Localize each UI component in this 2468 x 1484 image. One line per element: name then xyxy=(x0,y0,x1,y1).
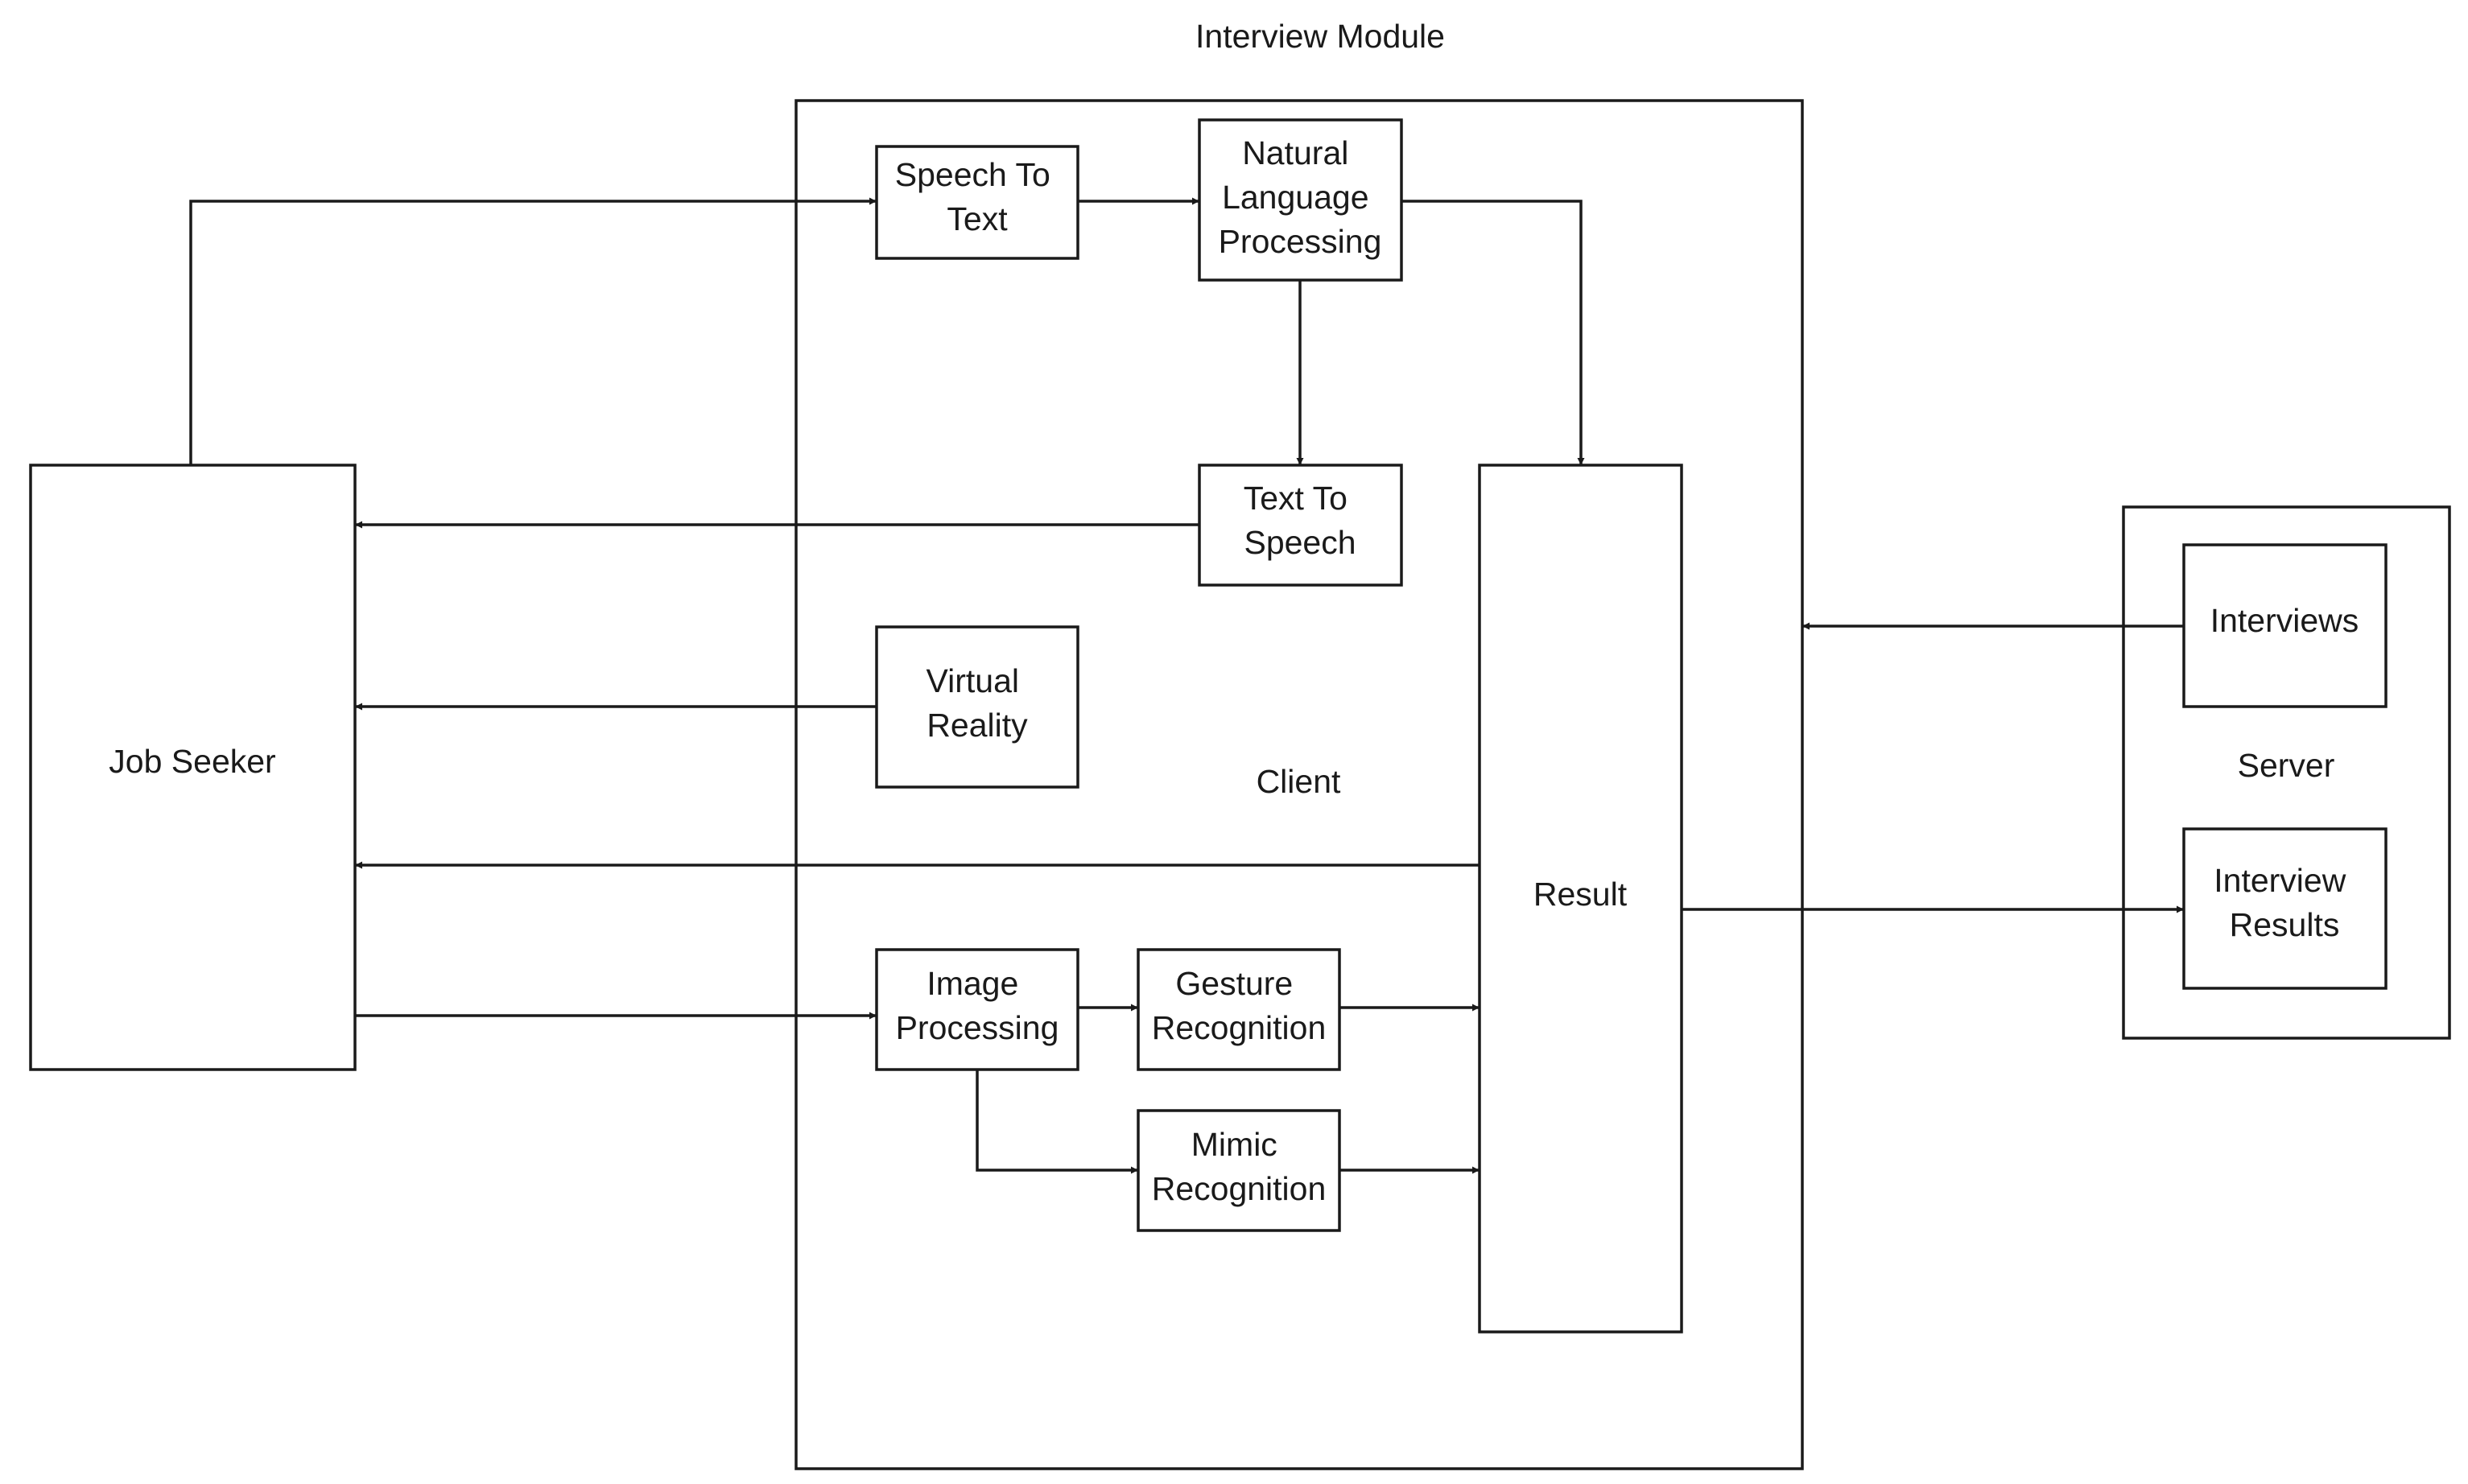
node-image-processing: Image Processing xyxy=(875,948,1079,1071)
nlp-label-line: Natural xyxy=(1242,134,1348,171)
mimic-recognition-label-line: Recognition xyxy=(1152,1170,1327,1207)
server-container xyxy=(2122,505,2451,1040)
image-processing-box xyxy=(875,948,1079,1071)
server-label: Server xyxy=(2238,747,2335,784)
nlp-label-line: Processing xyxy=(1219,223,1382,260)
interviews-label-line: Interviews xyxy=(2210,602,2359,639)
interview-results-label: Interview Results xyxy=(2214,862,2355,943)
mimic-recognition-label: Mimic Recognition xyxy=(1152,1126,1327,1207)
image-processing-label-line: Image xyxy=(927,965,1018,1002)
node-interview-results: Interview Results xyxy=(2182,827,2388,990)
gesture-recognition-box xyxy=(1137,948,1341,1071)
nlp-box xyxy=(1198,118,1403,282)
node-virtual-reality: Virtual Reality xyxy=(875,625,1079,789)
node-mimic-recognition: Mimic Recognition xyxy=(1137,1109,1341,1232)
client-container xyxy=(794,99,1804,1470)
image-processing-label-line: Processing xyxy=(896,1009,1059,1046)
mimic-recognition-label-line: Mimic xyxy=(1191,1126,1277,1163)
node-text-to-speech: Text To Speech xyxy=(1198,464,1403,587)
node-result: Result xyxy=(1478,464,1683,1334)
job-seeker-label: Job Seeker xyxy=(109,743,275,780)
result-box xyxy=(1478,464,1683,1334)
speech-to-text-box xyxy=(875,145,1079,260)
result-label: Result xyxy=(1533,876,1628,913)
node-job-seeker: Job Seeker xyxy=(29,464,357,1071)
edge-nlp-to-result xyxy=(1401,200,1585,465)
node-gesture-recognition: Gesture Recognition xyxy=(1137,948,1341,1071)
result-label-line: Result xyxy=(1533,876,1628,913)
job-seeker-label-line: Job Seeker xyxy=(109,743,275,780)
text-to-speech-box xyxy=(1198,464,1403,587)
virtual-reality-label-line: Reality xyxy=(927,707,1028,744)
client-label: Client xyxy=(1257,763,1341,800)
speech-to-text-label-line: Speech To xyxy=(895,156,1050,193)
node-speech-to-text: Speech To Text xyxy=(875,145,1079,260)
node-nlp: Natural Language Processing xyxy=(1198,118,1403,282)
job-seeker-box xyxy=(29,464,357,1071)
interview-results-label-line: Results xyxy=(2230,906,2340,943)
text-to-speech-label-line: Speech xyxy=(1244,524,1356,561)
interviews-box xyxy=(2182,543,2388,708)
node-interviews: Interviews xyxy=(2182,543,2388,708)
nlp-label-line: Language xyxy=(1222,179,1368,216)
text-to-speech-label-line: Text To xyxy=(1244,480,1347,517)
interviews-label: Interviews xyxy=(2210,602,2359,639)
interview-results-label-line: Interview xyxy=(2214,862,2346,899)
speech-to-text-label: Speech To Text xyxy=(895,156,1059,237)
virtual-reality-label: Virtual Reality xyxy=(927,662,1029,744)
interview-results-box xyxy=(2182,827,2388,990)
gesture-recognition-label: Gesture Recognition xyxy=(1152,965,1327,1046)
diagram-title: Interview Module xyxy=(1195,18,1445,55)
mimic-recognition-box xyxy=(1137,1109,1341,1232)
image-processing-label: Image Processing xyxy=(896,965,1059,1046)
edge-job-seeker-to-speech-to-text xyxy=(189,197,877,465)
gesture-recognition-label-line: Gesture xyxy=(1175,965,1293,1002)
nlp-label: Natural Language Processing xyxy=(1219,134,1382,260)
speech-to-text-label-line: Text xyxy=(947,200,1008,237)
edge-image-processing-to-mimic-recognition xyxy=(976,1070,1138,1174)
virtual-reality-label-line: Virtual xyxy=(927,662,1019,699)
text-to-speech-label: Text To Speech xyxy=(1244,480,1357,561)
gesture-recognition-label-line: Recognition xyxy=(1152,1009,1327,1046)
virtual-reality-box xyxy=(875,625,1079,789)
edges xyxy=(189,197,2184,1174)
